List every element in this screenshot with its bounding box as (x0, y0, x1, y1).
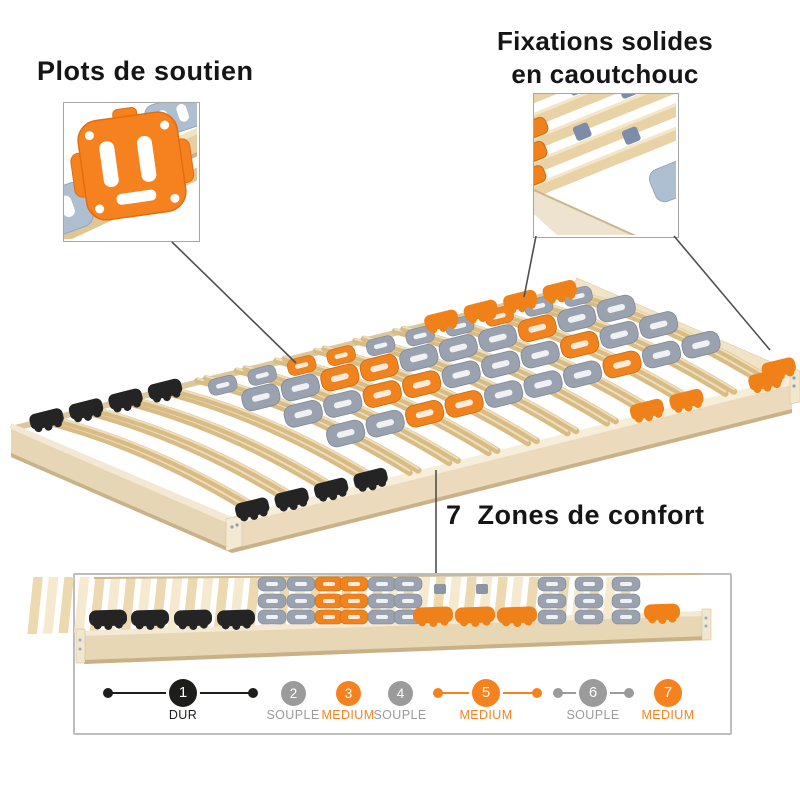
plots-callout-box (63, 102, 200, 242)
fixations-connector-line-right (673, 235, 771, 351)
zone-7-label: MEDIUM (641, 708, 695, 722)
fixations-title-line1: Fixations solides (496, 26, 714, 56)
fixations-callout-box (533, 93, 679, 238)
fixations-connector-line-left (523, 235, 537, 298)
zone-4-label: SOUPLE (373, 708, 427, 722)
zone-7-badge: 7 (654, 679, 682, 707)
plots-connector-line (171, 241, 297, 364)
zones-title: 7 Zones de confort (446, 500, 705, 530)
slat-holder-plots (208, 286, 721, 448)
bed-slats (36, 286, 777, 516)
zone-5-label: MEDIUM (459, 708, 513, 722)
zone-3-badge: 3 (336, 681, 361, 706)
fixations-title: Fixations solides en caoutchouc (455, 25, 755, 91)
fixations-title-line2: en caoutchouc (511, 59, 699, 89)
slat-end-caps (29, 280, 783, 522)
zone-3-label: MEDIUM (321, 708, 375, 722)
foot-corner-cap (761, 357, 796, 382)
zone-2-badge: 2 (281, 681, 306, 706)
zone-1-badge: 1 (169, 679, 197, 707)
zone-6-badge: 6 (579, 679, 607, 707)
zone-4-badge: 4 (388, 681, 413, 706)
zone-1-label: DUR (168, 708, 198, 722)
zone-5-badge: 5 (472, 679, 500, 707)
zone-2-label: SOUPLE (266, 708, 320, 722)
zone-6-label: SOUPLE (566, 708, 620, 722)
plots-title: Plots de soutien (37, 56, 254, 86)
